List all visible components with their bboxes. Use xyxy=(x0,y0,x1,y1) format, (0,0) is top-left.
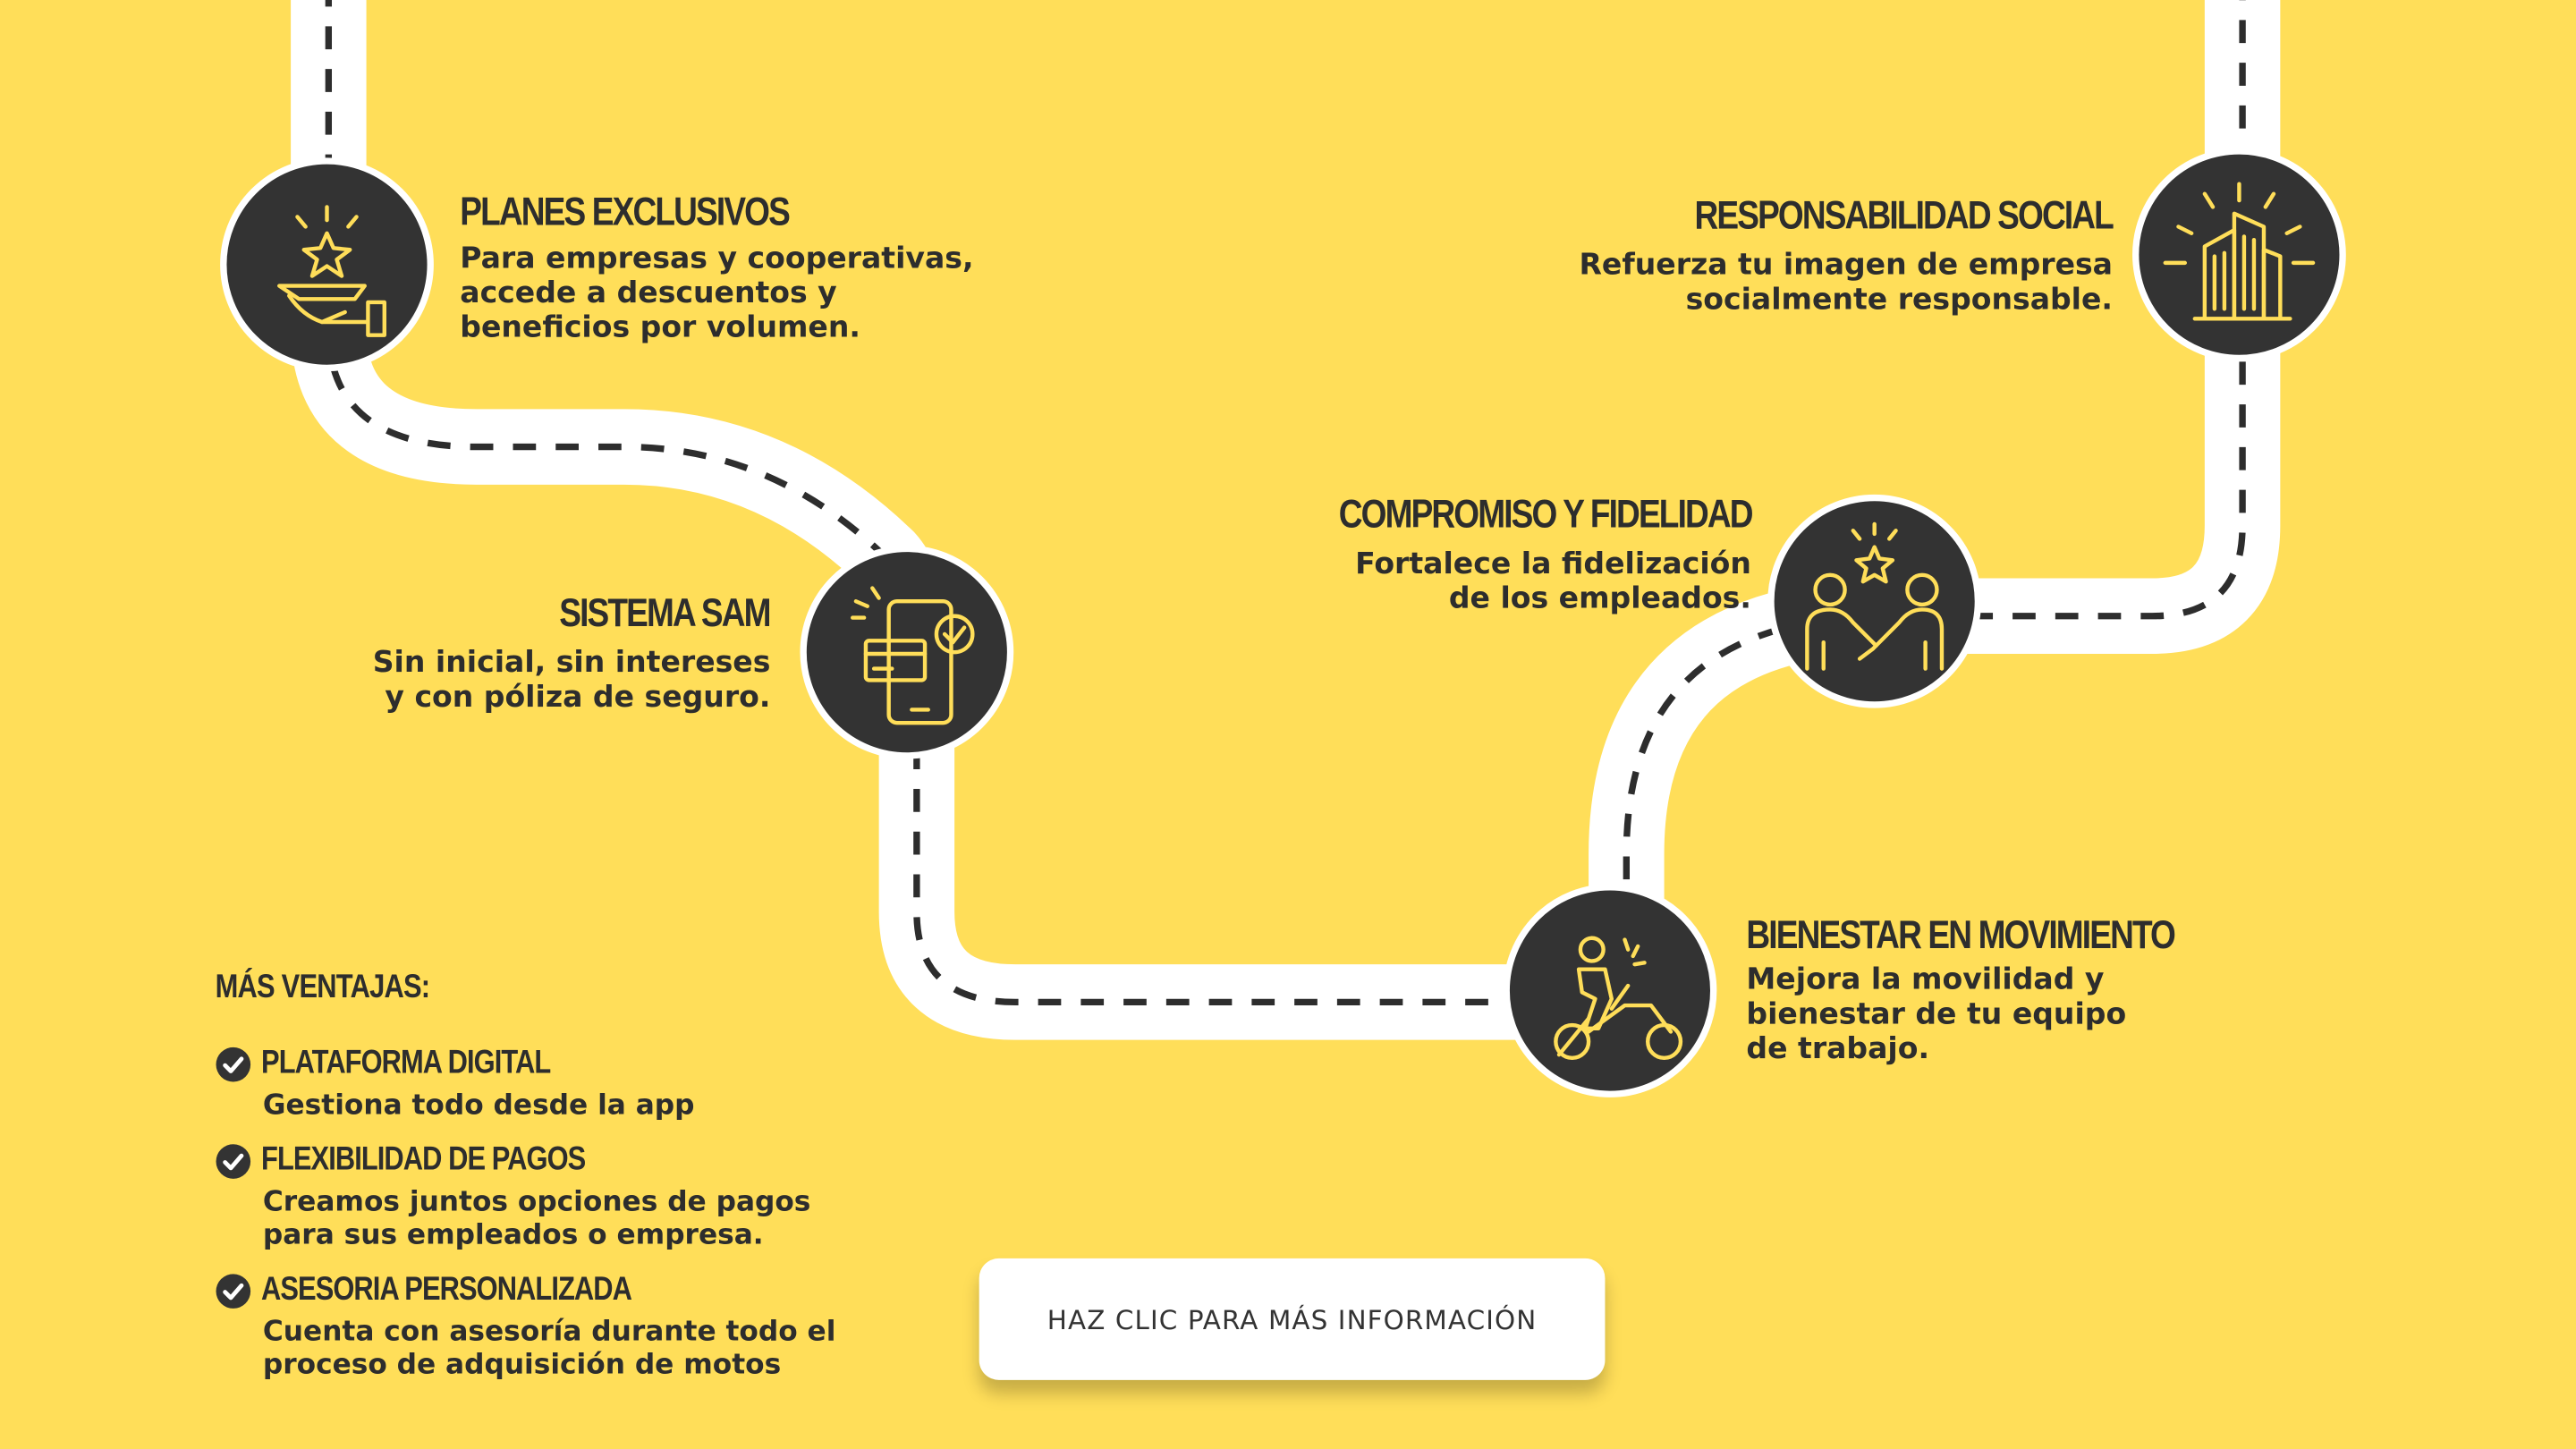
step-5-title: RESPONSABILIDAD SOCIAL xyxy=(1694,193,2114,239)
phone-card-check-icon xyxy=(851,586,975,725)
step-4-node xyxy=(1767,494,1982,708)
step-3-node xyxy=(1503,884,1717,1097)
step-3-description: Mejora la movilidad y bienestar de tu eq… xyxy=(1746,962,2127,1067)
advantage-description: Gestiona todo desde la app xyxy=(262,1089,695,1123)
handshake-star-icon xyxy=(1805,521,1945,671)
step-4-description: Fortalece la fidelización de los emplead… xyxy=(1355,547,1751,616)
advantage-title: ASESORIA PERSONALIZADA xyxy=(261,1271,632,1309)
step-1-title: PLANES EXCLUSIVOS xyxy=(460,191,791,235)
step-1-description: Para empresas y cooperativas, accede a d… xyxy=(460,241,974,345)
more-info-button[interactable]: HAZ CLIC PARA MÁS INFORMACIÓN xyxy=(979,1258,1606,1380)
step-2-node xyxy=(800,545,1014,759)
check-circle-icon xyxy=(216,1144,251,1179)
advantage-description: Cuenta con asesoría durante todo el proc… xyxy=(262,1316,836,1382)
step-2-title: SISTEMA SAM xyxy=(559,591,772,636)
step-5-description: Refuerza tu imagen de empresa socialment… xyxy=(1579,248,2113,318)
step-3-title: BIENESTAR EN MOVIMIENTO xyxy=(1746,913,2175,958)
buildings-icon xyxy=(2163,182,2316,321)
step-5-node xyxy=(2132,148,2346,362)
advantage-title: FLEXIBILIDAD DE PAGOS xyxy=(261,1141,586,1178)
step-2-description: Sin inicial, sin intereses y con póliza … xyxy=(372,645,771,715)
motorcycle-rider-icon xyxy=(1554,936,1683,1061)
step-1-node xyxy=(220,157,434,372)
hand-star-icon xyxy=(277,205,386,337)
check-circle-icon xyxy=(216,1046,251,1082)
advantage-title: PLATAFORMA DIGITAL xyxy=(261,1045,551,1081)
step-4-title: COMPROMISO Y FIDELIDAD xyxy=(1337,493,1753,538)
advantages-heading: MÁS VENTAJAS: xyxy=(215,969,430,1006)
check-circle-icon xyxy=(216,1274,251,1309)
advantage-description: Creamos juntos opciones de pagos para su… xyxy=(262,1186,811,1252)
